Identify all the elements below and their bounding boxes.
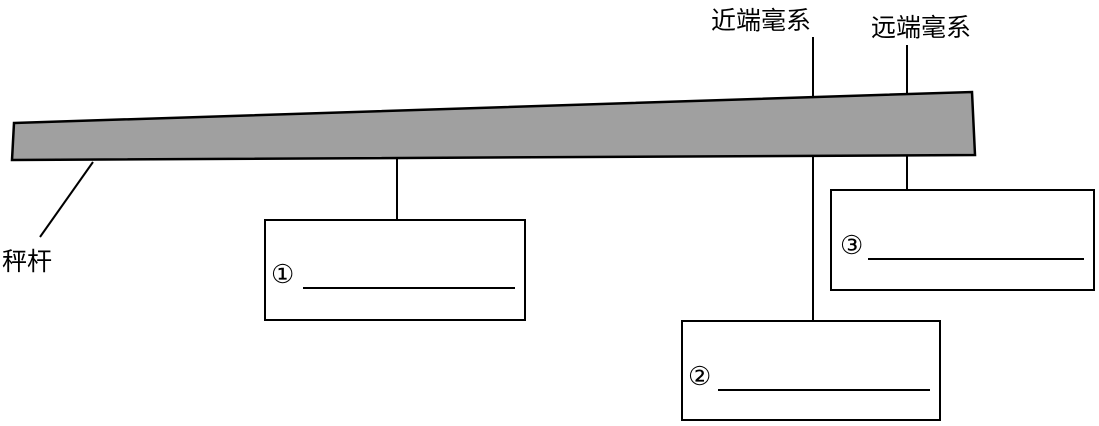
answer-box-3: ③ [830,189,1095,291]
marker-1: ① [271,260,294,290]
far-loop-label: 远端毫系 [871,13,971,42]
beam-leader-line [39,161,94,238]
beam-label: 秤杆 [2,247,52,276]
beam [10,90,977,162]
marker-2: ② [688,362,711,392]
answer-box-1: ① [264,219,526,321]
near-loop-label: 近端毫系 [711,6,811,35]
answer-box-2: ② [681,320,941,421]
marker-3: ③ [840,231,863,261]
